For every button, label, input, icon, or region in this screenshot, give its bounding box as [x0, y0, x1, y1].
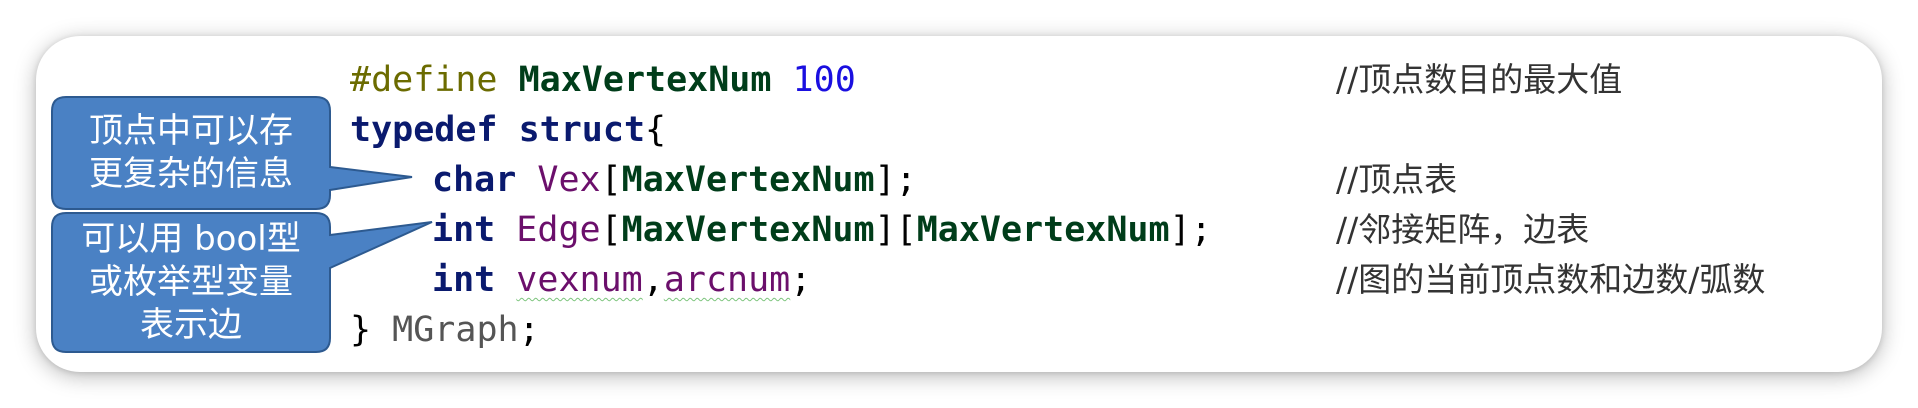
vexnum-field: vexnum	[516, 260, 643, 300]
close-brace: }	[350, 310, 372, 350]
callout-top-text: 顶点中可以存 更复杂的信息	[52, 110, 330, 196]
char-type: char	[432, 160, 517, 200]
code-line-5: int vexnum,arcnum;	[432, 255, 811, 305]
vex-size: MaxVertexNum	[621, 160, 875, 200]
vex-open-bracket: [	[600, 160, 622, 200]
edge-mid-bracket: ][	[874, 210, 917, 250]
open-brace: {	[645, 110, 667, 150]
arcnum-field: arcnum	[663, 260, 791, 300]
code-line-6: } MGraph;	[350, 305, 540, 355]
vex-close: ];	[874, 160, 917, 200]
callout-top-line1: 顶点中可以存	[89, 111, 293, 151]
comment-line-1: //顶点数目的最大值	[1336, 60, 1623, 99]
code-line-3: char Vex[MaxVertexNum];	[432, 155, 917, 205]
counts-comma: ,	[642, 260, 664, 300]
callout-bottom-line1: 可以用 bool型	[81, 219, 301, 259]
comment-line-3: //顶点表	[1336, 160, 1458, 199]
edge-size-1: MaxVertexNum	[621, 210, 875, 250]
edge-open-bracket: [	[600, 210, 622, 250]
int-type-counts: int	[432, 260, 496, 300]
code-card	[36, 36, 1882, 372]
int-type-edge: int	[432, 210, 496, 250]
edge-field: Edge	[516, 210, 601, 250]
edge-close: ];	[1169, 210, 1212, 250]
callout-top-line2: 更复杂的信息	[89, 154, 293, 194]
define-directive: #define	[350, 60, 498, 100]
macro-name: MaxVertexNum	[518, 60, 772, 100]
struct-keyword: struct	[518, 110, 646, 150]
code-line-4: int Edge[MaxVertexNum][MaxVertexNum];	[432, 205, 1212, 255]
mgraph-typename: MGraph	[392, 310, 519, 350]
mgraph-semicolon: ;	[518, 310, 540, 350]
code-line-1: #define MaxVertexNum 100	[350, 55, 856, 105]
macro-value: 100	[792, 60, 856, 100]
callout-top-bubble	[51, 96, 413, 210]
vex-field: Vex	[537, 160, 601, 200]
comment-line-4: //邻接矩阵，边表	[1336, 210, 1590, 249]
code-line-2: typedef struct{	[350, 105, 666, 155]
callout-bottom-text: 可以用 bool型 或枚举型变量 表示边	[52, 218, 330, 347]
callout-bottom-line3: 表示边	[140, 305, 242, 345]
comment-line-5: //图的当前顶点数和边数/弧数	[1336, 260, 1766, 299]
callout-bottom-bubble	[51, 212, 433, 353]
counts-semicolon: ;	[790, 260, 812, 300]
edge-size-2: MaxVertexNum	[916, 210, 1170, 250]
callout-bottom-line2: 或枚举型变量	[89, 262, 293, 302]
typedef-keyword: typedef	[350, 110, 498, 150]
